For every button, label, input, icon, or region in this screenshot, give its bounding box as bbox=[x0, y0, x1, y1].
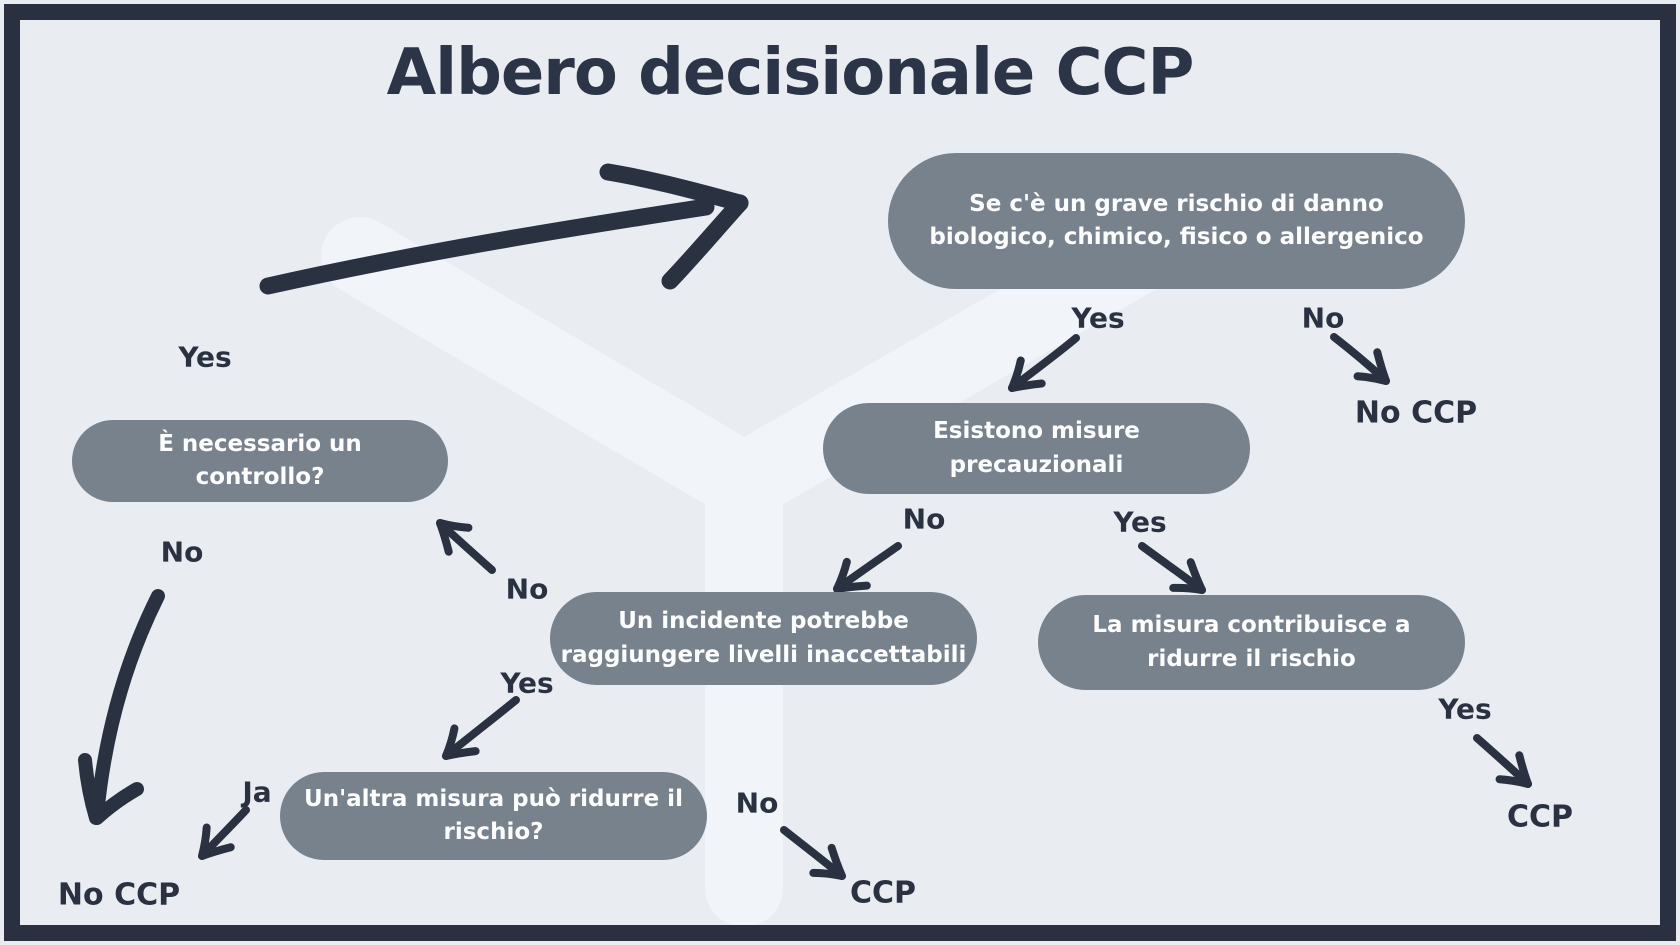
node-misura-contribuisce: La misura contribuisce a ridurre il risc… bbox=[1038, 595, 1465, 690]
misure-yes-arrow-icon bbox=[1138, 542, 1206, 594]
label-controllo-yes: Yes bbox=[178, 340, 232, 374]
label-contribuisce-yes: Yes bbox=[1438, 692, 1492, 726]
contribuisce-yes-arrow-icon bbox=[1473, 734, 1532, 788]
label-incidente-yes: Yes bbox=[500, 666, 554, 700]
label-risk-yes: Yes bbox=[1071, 301, 1125, 335]
risk-no-arrow-icon bbox=[1330, 333, 1390, 385]
page-title: Albero decisionale CCP bbox=[386, 36, 1195, 110]
incidente-yes-arrow-icon bbox=[442, 696, 520, 760]
misure-no-arrow-icon bbox=[833, 542, 902, 593]
outcome-ccp-right: CCP bbox=[1506, 799, 1574, 835]
label-incidente-no: No bbox=[505, 572, 549, 606]
node-necessario-controllo: È necessario un controllo? bbox=[72, 420, 448, 502]
intro-arrow-icon bbox=[259, 163, 749, 295]
unaltra-ja-arrow-icon bbox=[198, 806, 250, 860]
label-unaltra-no: No bbox=[735, 786, 779, 820]
outcome-no-ccp-bottom: No CCP bbox=[57, 877, 181, 913]
label-misure-no: No bbox=[902, 502, 946, 536]
label-controllo-no: No bbox=[160, 535, 204, 569]
node-grave-rischio: Se c'è un grave rischio di danno biologi… bbox=[888, 153, 1465, 289]
y-watermark bbox=[321, 211, 1185, 927]
node-misure-precauzionali: Esistono misure precauzionali bbox=[823, 403, 1250, 494]
label-unaltra-ja: Ja bbox=[242, 775, 272, 809]
outcome-no-ccp-top: No CCP bbox=[1354, 395, 1478, 431]
label-misure-yes: Yes bbox=[1113, 505, 1167, 539]
node-incidente-livelli: Un incidente potrebbe raggiungere livell… bbox=[550, 592, 977, 685]
outcome-ccp-bottom: CCP bbox=[849, 875, 917, 911]
label-risk-no: No bbox=[1301, 301, 1345, 335]
node-unaltra-misura: Un'altra misura può ridurre il rischio? bbox=[280, 772, 707, 860]
controllo-no-arrow-icon bbox=[78, 589, 165, 825]
unaltra-no-arrow-icon bbox=[780, 826, 846, 880]
risk-yes-arrow-icon bbox=[1008, 334, 1080, 392]
incidente-no-arrow-icon bbox=[436, 519, 496, 574]
